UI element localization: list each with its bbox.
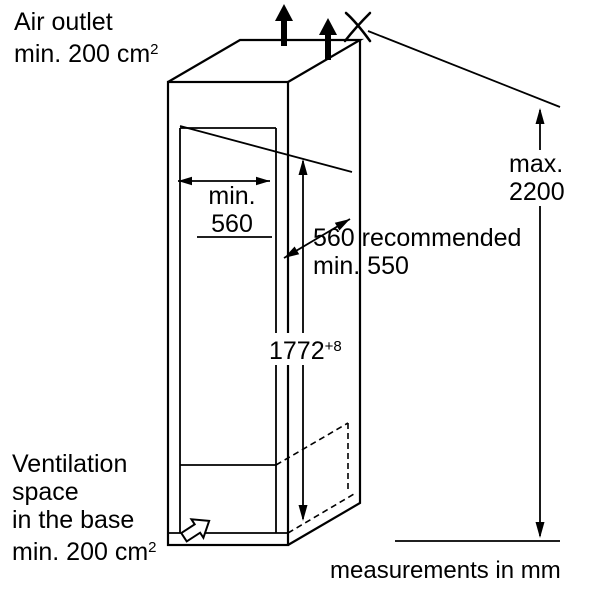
max-height-extension-top — [367, 30, 561, 108]
dim-max-height-arrow — [367, 30, 561, 542]
air-outlet-line1: Air outlet — [14, 8, 113, 36]
ventilation-superscript: 2 — [148, 539, 157, 556]
niche-right-face — [287, 40, 362, 546]
max-height-label: max. 2200 — [506, 150, 568, 206]
niche-front-face — [166, 80, 290, 547]
hidden-floor-depth-edge — [275, 422, 349, 466]
up-arrow-icon — [319, 18, 337, 60]
dim-width-arrow — [178, 176, 270, 186]
niche-top-face — [167, 38, 365, 83]
units-note: measurements in mm — [330, 557, 561, 584]
interior-depth-diagonal — [179, 125, 353, 173]
max-height-line2: 2200 — [509, 178, 565, 206]
niche-depth-line2: min. 550 — [313, 252, 409, 280]
hidden-base-depth-edge — [287, 493, 355, 534]
niche-depth-label: 560 recommended min. 550 — [313, 224, 521, 280]
hidden-edges-dashed — [275, 422, 355, 534]
niche-height-tolerance: +8 — [324, 338, 342, 355]
niche-height-label: 1772+8 — [266, 333, 345, 365]
ventilation-label: Ventilation space in the base min. 200 c… — [12, 450, 157, 566]
niche-interior-lines — [168, 125, 353, 534]
dim-depth-arrow — [283, 218, 351, 259]
air-outlet-superscript: 2 — [150, 41, 159, 58]
hollow-arrow-icon — [179, 518, 211, 543]
ventilation-line4: min. 200 cm2 — [12, 538, 157, 566]
air-outlet-label: Air outlet min. 200 cm2 — [14, 8, 159, 68]
air-outlet-line2: min. 200 cm2 — [14, 40, 159, 68]
ventilation-line2: space — [12, 478, 79, 506]
niche-width-line2: 560 — [211, 210, 253, 238]
airflow-arrows — [275, 4, 337, 60]
ventilation-line1: Ventilation — [12, 450, 128, 478]
niche-outline — [166, 38, 365, 547]
niche-width-label: min. 560 — [198, 182, 266, 238]
up-arrow-icon — [275, 4, 293, 46]
crossed-airflow-icon — [343, 11, 372, 43]
ventilation-line3: in the base — [12, 506, 135, 534]
niche-height-value: 1772 — [269, 337, 325, 365]
max-height-line1: max. — [509, 150, 564, 178]
niche-width-line1: min. — [208, 182, 256, 210]
niche-depth-line1: 560 recommended — [313, 224, 522, 252]
